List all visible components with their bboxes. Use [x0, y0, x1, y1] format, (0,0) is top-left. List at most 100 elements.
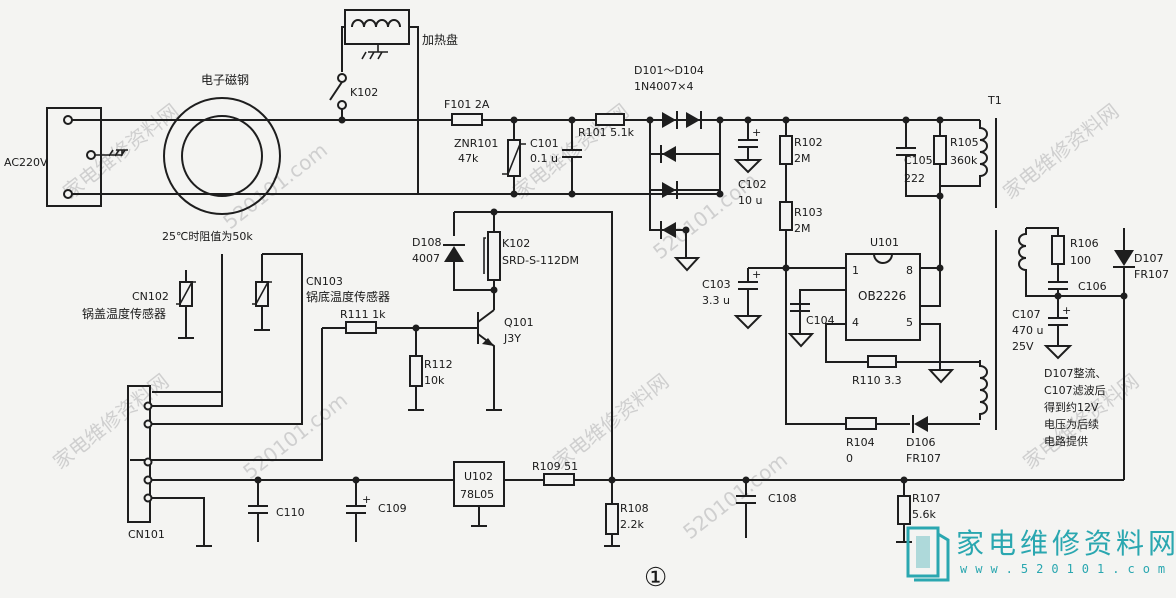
- supply-note-line-5: 电路提供: [1044, 434, 1088, 448]
- u102-part: 78L05: [460, 488, 494, 501]
- site-logo: 家电维修资料网 www.520101.com: [902, 522, 1176, 586]
- fuse-f101: F101 2A: [444, 98, 490, 126]
- znr101-label: ZNR101: [454, 137, 498, 150]
- r112-value: 10k: [424, 374, 445, 387]
- secondary-supply: R106 100 C106 D107 FR107 + C107 470 u 25…: [1012, 227, 1169, 480]
- c102-value: 10 u: [738, 194, 762, 207]
- r111-label: R111 1k: [340, 308, 386, 321]
- watermark-text: 家电维修资料网: [548, 369, 673, 474]
- capacitor-c103: + C103 3.3 u: [702, 267, 786, 330]
- capacitor-c104: C104: [787, 303, 835, 348]
- c107-label: C107: [1012, 308, 1041, 321]
- u101-pin-1: 1: [852, 264, 859, 277]
- k102-switch-label: K102: [350, 86, 378, 99]
- bridge-rectifier: D101～D104 1N4007×4: [634, 64, 724, 272]
- c101-value: 0.1 u: [530, 152, 558, 165]
- watermark-text: 家电维修资料网: [998, 99, 1123, 204]
- heating-plate: 加热盘: [341, 9, 458, 194]
- q101-value: J3Y: [503, 332, 521, 345]
- c110-label: C110: [276, 506, 305, 519]
- logo-mark-icon: [906, 526, 950, 582]
- c108-label: C108: [768, 492, 797, 505]
- r107-value: 5.6k: [912, 508, 936, 521]
- logo-title: 家电维修资料网: [956, 527, 1176, 560]
- watermark-text: 520101.com: [218, 138, 332, 234]
- d101-value: 1N4007×4: [634, 80, 693, 93]
- d106-label: D106: [906, 436, 935, 449]
- r104-value: 0: [846, 452, 853, 465]
- u101-pin-8: 8: [906, 264, 913, 277]
- d107-value: FR107: [1134, 268, 1169, 281]
- r110-label: R110 3.3: [852, 374, 902, 387]
- relay-drive: D108 4007 K102 SRD-S-112DM Q101 J3Y R111…: [130, 208, 613, 480]
- r106-value: 100: [1070, 254, 1091, 267]
- resistor-r102-r103: R102 2M R103 2M: [779, 116, 823, 272]
- k102-relay-part: SRD-S-112DM: [502, 254, 579, 267]
- supply-note-line-1: D107整流、: [1044, 366, 1106, 380]
- r109-label: R109 51: [532, 460, 578, 473]
- watermark-text: 家电维修资料网: [48, 369, 173, 474]
- r105-label: R105: [950, 136, 979, 149]
- cn102-label: CN102: [132, 290, 169, 303]
- resistor-r104-diode-d106: R104 0 D106 FR107: [785, 268, 980, 465]
- pot-sensor-label: 锅盖温度传感器: [82, 306, 166, 321]
- c105-value: 222: [904, 172, 925, 185]
- d107-label: D107: [1134, 252, 1163, 265]
- c104-label: C104: [806, 314, 835, 327]
- supply-note-line-3: 得到约12V: [1044, 401, 1099, 414]
- supply-note-line-2: C107滤波后: [1044, 384, 1106, 397]
- c107-plus: +: [1062, 304, 1071, 317]
- u101-pin-5: 5: [906, 316, 913, 329]
- k102-contact: K102: [329, 73, 378, 124]
- r112-label: R112: [424, 358, 453, 371]
- regulator-5v: C110 + C109 U102 78L05 R109 51 R108 2.2k…: [152, 460, 1124, 547]
- varistor-znr101: ZNR101 47k: [454, 116, 526, 198]
- r102-label: R102: [794, 136, 823, 149]
- bottom-sensor-label: 锅底温度传感器: [306, 289, 390, 304]
- supply-note-line-4: 电压为后续: [1044, 417, 1099, 431]
- c102-label: C102: [738, 178, 767, 191]
- c107-voltage: 25V: [1012, 340, 1034, 353]
- c109-plus: +: [362, 493, 371, 506]
- c107-value: 470 u: [1012, 324, 1043, 337]
- r103-label: R103: [794, 206, 823, 219]
- capacitor-c101: C101 0.1 u: [530, 116, 582, 198]
- temperature-sensors: 25℃时阻值为50k CN102 锅盖温度传感器 CN103 锅底温度传感器: [82, 230, 390, 425]
- q101-label: Q101: [504, 316, 534, 329]
- znr101-value: 47k: [458, 152, 479, 165]
- u102-label: U102: [464, 470, 493, 483]
- transformer-t1: T1: [940, 94, 1027, 430]
- logo-url: www.520101.com: [960, 562, 1174, 576]
- u101-part: OB2226: [858, 289, 906, 303]
- resistor-r110: R110 3.3: [852, 355, 980, 387]
- c109-label: C109: [378, 502, 407, 515]
- d101-label: D101～D104: [634, 64, 704, 77]
- capacitor-c102: + C102 10 u: [733, 116, 767, 207]
- r103-value: 2M: [794, 222, 811, 235]
- c106-label: C106: [1078, 280, 1107, 293]
- r108-value: 2.2k: [620, 518, 644, 531]
- watermark-text: 520101.com: [238, 388, 352, 484]
- u101-pin-4: 4: [852, 316, 859, 329]
- cn103-label: CN103: [306, 275, 343, 288]
- f101-label: F101 2A: [444, 98, 490, 111]
- ic-u101: U101 OB2226 1 8 4 5: [786, 236, 955, 384]
- ac-input-label: AC220V: [4, 156, 48, 169]
- thermistor-note: 25℃时阻值为50k: [162, 230, 253, 243]
- r106-label: R106: [1070, 237, 1099, 250]
- resistor-r101: R101 5.1k: [578, 113, 635, 139]
- c101-label: C101: [530, 137, 559, 150]
- d106-value: FR107: [906, 452, 941, 465]
- k102-relay-label: K102: [502, 237, 530, 250]
- r108-label: R108: [620, 502, 649, 515]
- c102-plus: +: [752, 126, 761, 139]
- r102-value: 2M: [794, 152, 811, 165]
- c105-label: C105: [904, 154, 933, 167]
- c103-value: 3.3 u: [702, 294, 730, 307]
- c103-plus: +: [752, 268, 761, 281]
- u101-label: U101: [870, 236, 899, 249]
- coil-name-label: 电子磁钢: [201, 72, 249, 87]
- snubber-c105-r105: C105 222 R105 360k: [896, 116, 979, 268]
- watermarks: 家电维修资料网 520101.com 家电维修资料网 520101.com 家电…: [48, 99, 1143, 544]
